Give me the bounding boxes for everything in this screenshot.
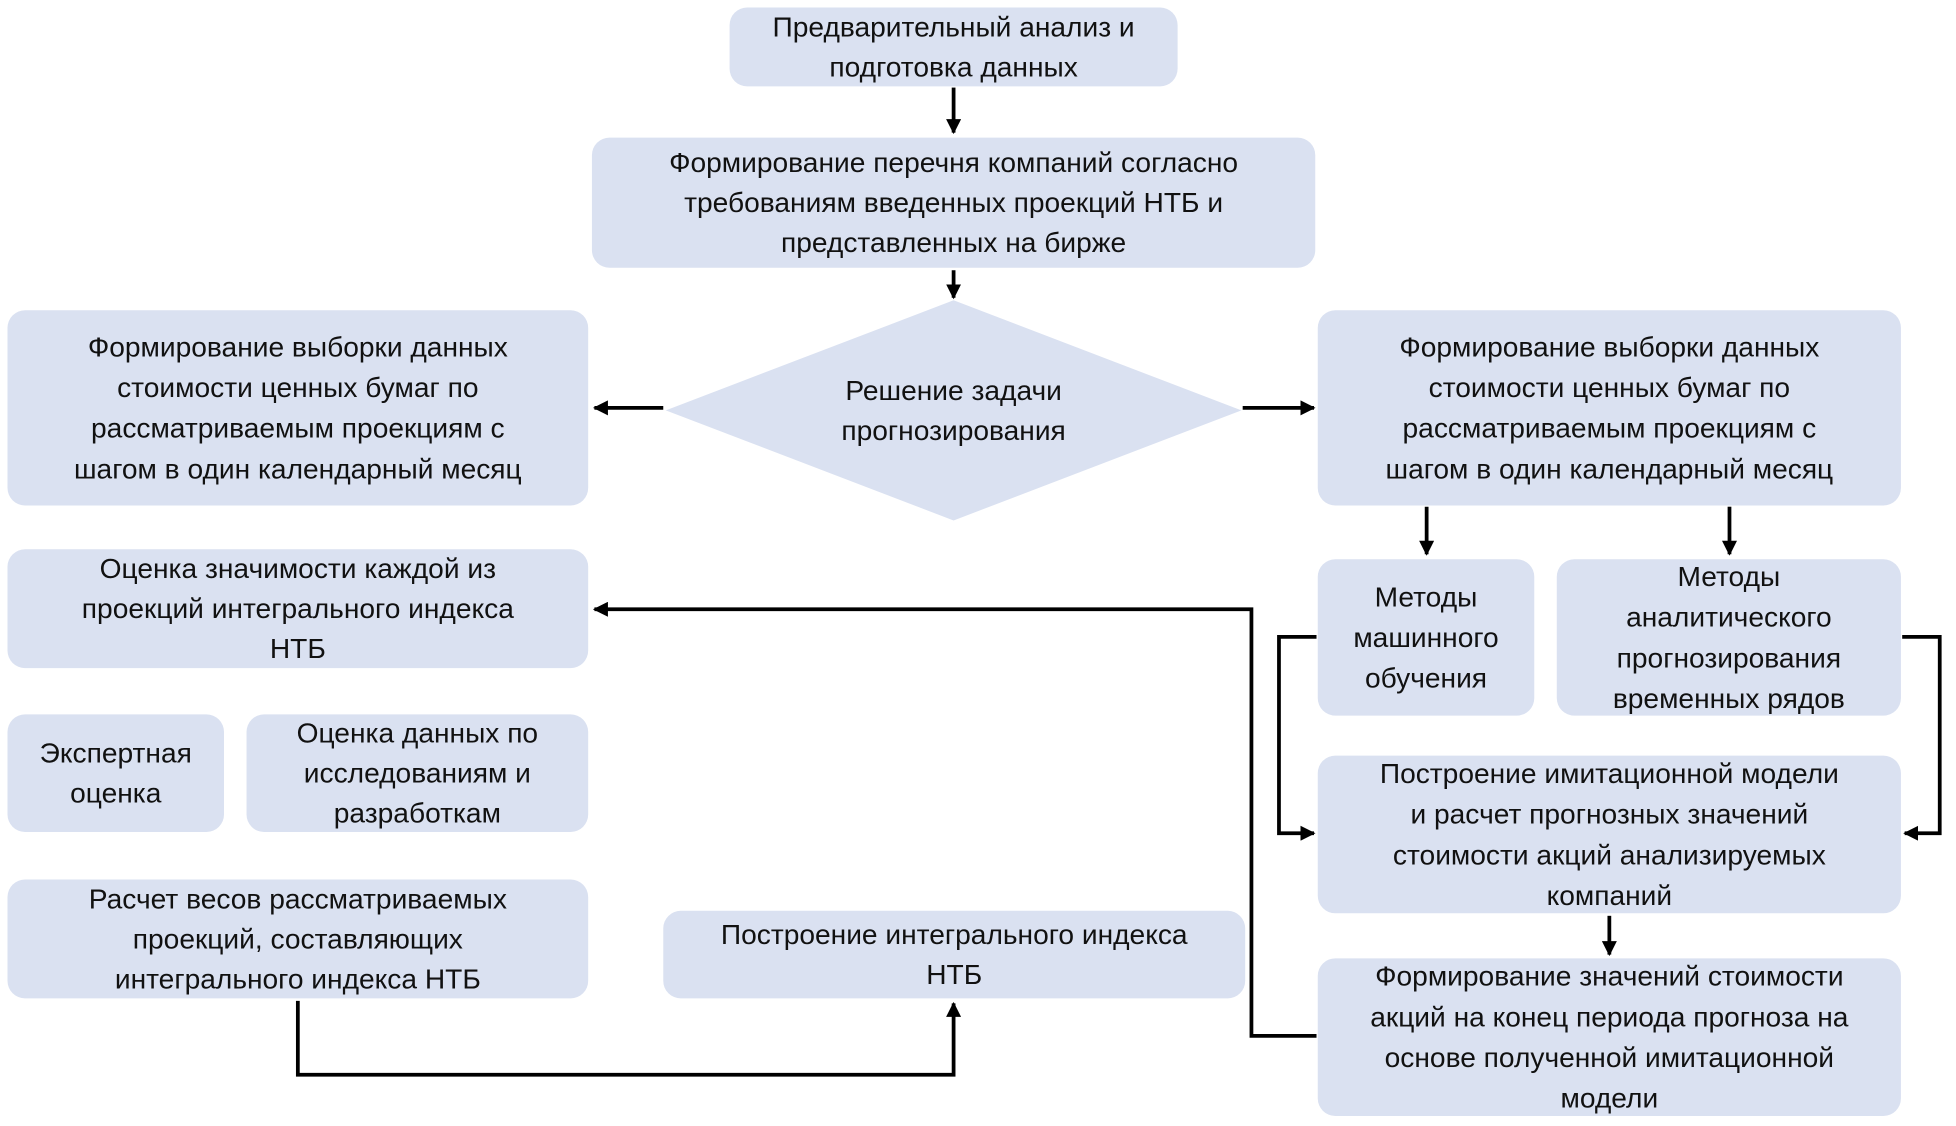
decision-label-line: Решение задачи bbox=[845, 375, 1062, 406]
edge-final-to-significance bbox=[592, 601, 1317, 1038]
ml-label-line: машинного bbox=[1353, 622, 1498, 653]
sample-right-box bbox=[1317, 310, 1901, 506]
simulation-label-line: компаний bbox=[1547, 880, 1673, 911]
sample-left-label-line: Формирование выборки данных bbox=[88, 331, 508, 362]
sample-right-label-line: шагом в один календарный месяц bbox=[1386, 453, 1834, 484]
significance-label-line: НТБ bbox=[270, 633, 326, 664]
decision-label-line: прогнозирования bbox=[841, 415, 1065, 446]
node-decision: Решение задачи прогнозирования bbox=[665, 300, 1242, 521]
final-values-label-line: основе полученной имитационной bbox=[1385, 1042, 1834, 1073]
expert-label-line: оценка bbox=[70, 778, 162, 809]
prep-label-line: подготовка данных bbox=[829, 51, 1077, 82]
final-values-box bbox=[1317, 958, 1901, 1116]
prep-label-line: Предварительный анализ и bbox=[773, 11, 1135, 42]
expert-label-line: Экспертная bbox=[40, 738, 192, 769]
sample-left-label-line: стоимости ценных бумаг по bbox=[117, 372, 478, 403]
simulation-label-line: Построение имитационной модели bbox=[1380, 758, 1839, 789]
rnd-box bbox=[246, 714, 589, 832]
final-values-label-line: Формирование значений стоимости bbox=[1375, 961, 1843, 992]
rnd-label-line: разработкам bbox=[334, 798, 501, 829]
edge-weights-to-index bbox=[295, 1000, 962, 1077]
final-values-label-line: акций на конец периода прогноза на bbox=[1370, 1001, 1849, 1032]
node-sample-left: Формирование выборки данных стоимости цен… bbox=[7, 310, 589, 506]
companies-label-line: Формирование перечня компаний согласно bbox=[669, 147, 1238, 178]
simulation-label-line: стоимости акций анализируемых bbox=[1393, 839, 1826, 870]
companies-label-line: требованиям введенных проекций НТБ и bbox=[684, 187, 1223, 218]
ml-box bbox=[1317, 559, 1535, 716]
significance-label-line: Оценка значимости каждой из bbox=[100, 553, 496, 584]
final-values-label-line: модели bbox=[1561, 1083, 1659, 1114]
sample-left-box bbox=[7, 310, 589, 506]
node-prep: Предварительный анализ и подготовка данны… bbox=[729, 7, 1178, 87]
ml-label-line: Методы bbox=[1375, 581, 1478, 612]
decision-diamond bbox=[665, 300, 1242, 521]
significance-label-line: проекций интегрального индекса bbox=[82, 593, 514, 624]
analytic-box bbox=[1556, 559, 1901, 716]
sample-right-label-line: Формирование выборки данных bbox=[1399, 331, 1819, 362]
node-analytic: Методы аналитического прогнозирования време… bbox=[1556, 559, 1901, 716]
node-expert: Экспертная оценка bbox=[7, 714, 225, 832]
rnd-label-line: Оценка данных по bbox=[297, 718, 538, 749]
analytic-label-line: временных рядов bbox=[1613, 683, 1845, 714]
sample-right-label-line: рассматриваемым проекциям с bbox=[1403, 413, 1817, 444]
edge-analytic-to-simulation bbox=[1902, 634, 1942, 841]
analytic-label-line: Методы bbox=[1677, 561, 1780, 592]
weights-box bbox=[7, 879, 589, 999]
node-companies: Формирование перечня компаний согласно тр… bbox=[591, 137, 1316, 268]
prep-box bbox=[729, 7, 1178, 87]
edge-ml-to-simulation bbox=[1277, 634, 1317, 841]
weights-label-line: проекций, составляющих bbox=[133, 923, 463, 954]
node-simulation: Построение имитационной модели и расчет п… bbox=[1317, 755, 1901, 914]
index-label-line: НТБ bbox=[926, 959, 982, 990]
simulation-box bbox=[1317, 755, 1901, 914]
ml-label-line: обучения bbox=[1365, 663, 1487, 694]
node-rnd: Оценка данных по исследованиям и разработк… bbox=[246, 714, 589, 832]
node-significance: Оценка значимости каждой из проекций инте… bbox=[7, 549, 589, 669]
sample-left-label-line: рассматриваемым проекциям с bbox=[91, 413, 505, 444]
weights-label-line: интегрального индекса НТБ bbox=[115, 963, 481, 994]
expert-box bbox=[7, 714, 225, 832]
sample-left-label-line: шагом в один календарный месяц bbox=[74, 453, 522, 484]
analytic-label-line: аналитического bbox=[1626, 602, 1832, 633]
rnd-label-line: исследованиям и bbox=[304, 758, 531, 789]
simulation-label-line: и расчет прогнозных значений bbox=[1410, 799, 1808, 830]
weights-label-line: Расчет весов рассматриваемых bbox=[89, 883, 507, 914]
node-weights: Расчет весов рассматриваемых проекций, со… bbox=[7, 879, 589, 999]
sample-right-label-line: стоимости ценных бумаг по bbox=[1429, 372, 1790, 403]
node-sample-right: Формирование выборки данных стоимости цен… bbox=[1317, 310, 1901, 506]
companies-box bbox=[591, 137, 1316, 268]
node-final-values: Формирование значений стоимости акций на … bbox=[1317, 958, 1901, 1116]
analytic-label-line: прогнозирования bbox=[1617, 642, 1841, 673]
index-box bbox=[663, 910, 1246, 999]
companies-label-line: представленных на бирже bbox=[781, 227, 1126, 258]
index-label-line: Построение интегрального индекса bbox=[721, 919, 1188, 950]
node-ml: Методы машинного обучения bbox=[1317, 559, 1535, 716]
significance-box bbox=[7, 549, 589, 669]
